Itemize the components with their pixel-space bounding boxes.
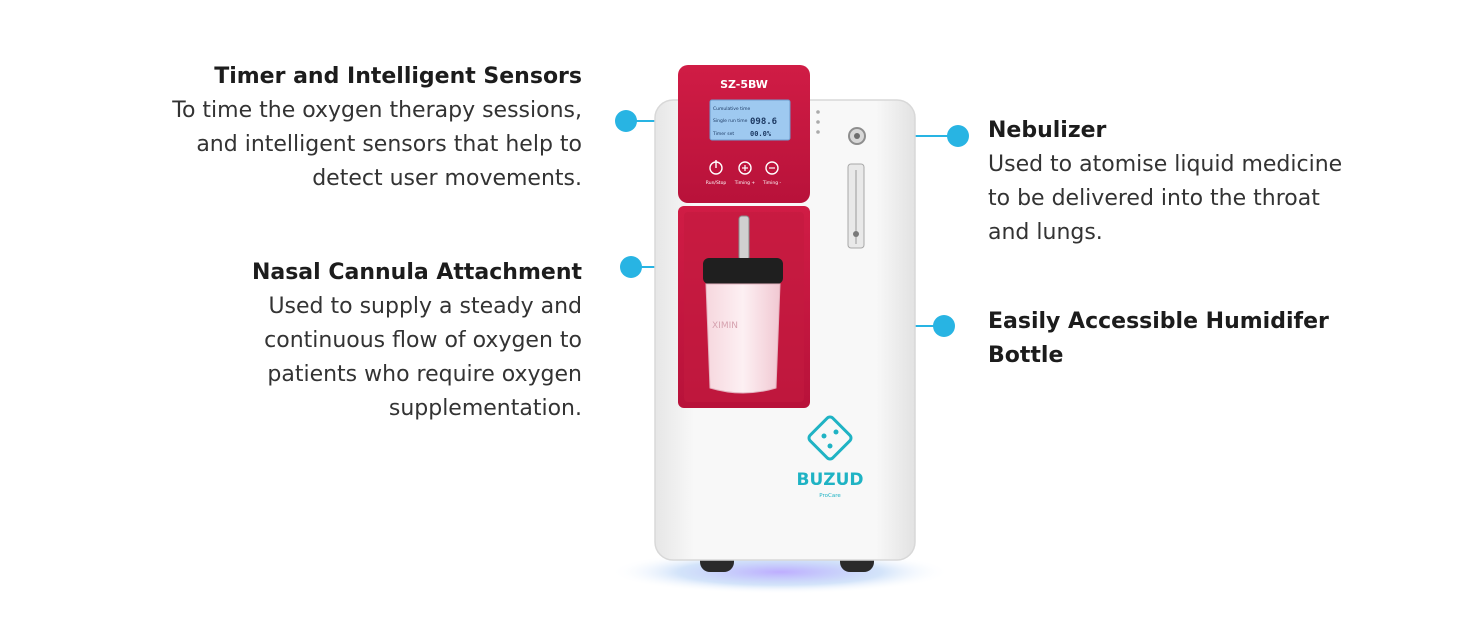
lcd-row3-label: Timer set	[712, 131, 734, 137]
callout-nasal-line-3: patients who require oxygen	[267, 362, 582, 387]
callout-dot-timer	[615, 110, 637, 132]
callout-nebulizer-line-2: to be delivered into the throat	[988, 186, 1320, 211]
callout-nebulizer-line-3: and lungs.	[988, 220, 1103, 245]
callout-nebulizer-line-1: Used to atomise liquid medicine	[988, 152, 1343, 177]
brand-name: BUZUD	[796, 470, 863, 490]
brand-subtitle: ProCare	[819, 493, 841, 499]
timing-plus-icon	[738, 161, 752, 175]
callout-nasal-line-1: Used to supply a steady and	[268, 294, 582, 319]
callout-nasal: Nasal Cannula Attachment Used to supply …	[62, 256, 582, 426]
bottle-nozzle	[738, 215, 750, 261]
lcd-row1-label: Cumulative time	[713, 106, 751, 112]
brand-logo	[807, 415, 853, 461]
humidifier-bottle	[705, 283, 781, 394]
callout-nasal-line-4: supplementation.	[388, 396, 582, 421]
callout-timer-line-1: To time the oxygen therapy sessions,	[172, 98, 582, 123]
lcd-screen	[709, 99, 791, 141]
callout-dot-humidifier	[933, 315, 955, 337]
callout-timer-title: Timer and Intelligent Sensors	[214, 64, 582, 89]
callout-nasal-line-2: continuous flow of oxygen to	[264, 328, 582, 353]
button-label-timing-minus: Timing -	[762, 180, 782, 186]
callout-dot-nasal	[620, 256, 642, 278]
callout-nasal-title: Nasal Cannula Attachment	[251, 260, 582, 285]
callout-nebulizer-title: Nebulizer	[988, 118, 1107, 143]
lcd-row2-value: 098.6	[750, 117, 777, 127]
callout-timer-line-3: detect user movements.	[312, 166, 582, 191]
bottle-cap	[703, 258, 783, 284]
model-label: SZ-5BW	[720, 78, 768, 91]
button-label-run: Run/Stop	[706, 180, 727, 186]
callout-dot-nebulizer	[947, 125, 969, 147]
callout-humidifier-title-2: Bottle	[988, 343, 1064, 368]
button-label-timing-plus: Timing +	[734, 180, 756, 186]
oxygen-concentrator-illustration: SZ-5BW Cumulative time Single run time 0…	[610, 65, 950, 594]
lcd-row3-value: 00.0%	[750, 130, 772, 138]
timing-minus-icon	[765, 161, 779, 175]
callout-humidifier-title-1: Easily Accessible Humidifer	[988, 309, 1329, 334]
lcd-row2-label: Single run time	[713, 118, 748, 124]
callout-humidifier: Easily Accessible Humidifer Bottle	[988, 305, 1428, 373]
callout-timer: Timer and Intelligent Sensors To time th…	[62, 60, 582, 196]
bottle-label: XIMIN	[712, 321, 738, 331]
callout-timer-line-2: and intelligent sensors that help to	[196, 132, 582, 157]
callout-nebulizer: Nebulizer Used to atomise liquid medicin…	[988, 114, 1428, 250]
